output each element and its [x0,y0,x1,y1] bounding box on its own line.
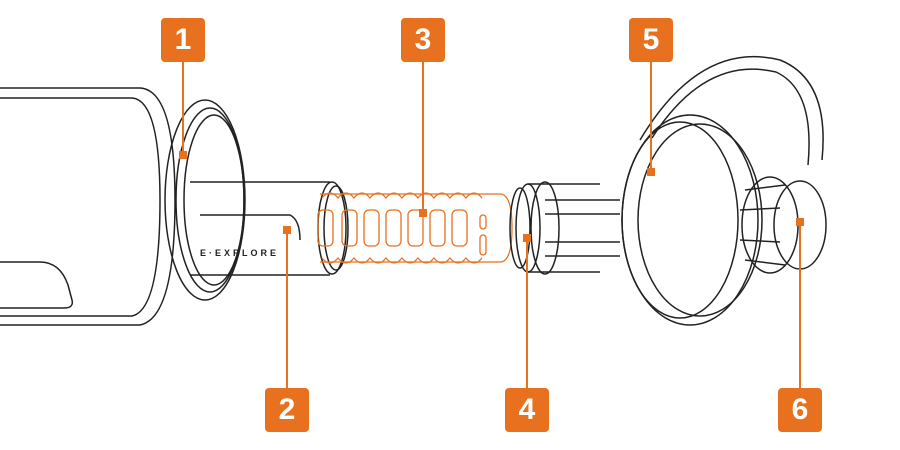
bottle-body [0,87,246,326]
leader-dots [179,151,804,242]
callout-6: 6 [778,388,822,432]
callout-3: 3 [401,18,445,62]
leader-lines [182,62,801,388]
callout-2: 2 [265,388,309,432]
brand-text: E·EXPLORE [200,248,280,258]
callout-5: 5 [629,18,673,62]
filter-cartridge [317,192,513,264]
adjustment-dial [509,181,620,275]
callout-4: 4 [505,388,549,432]
callout-1: 1 [161,18,205,62]
cap [621,55,824,326]
